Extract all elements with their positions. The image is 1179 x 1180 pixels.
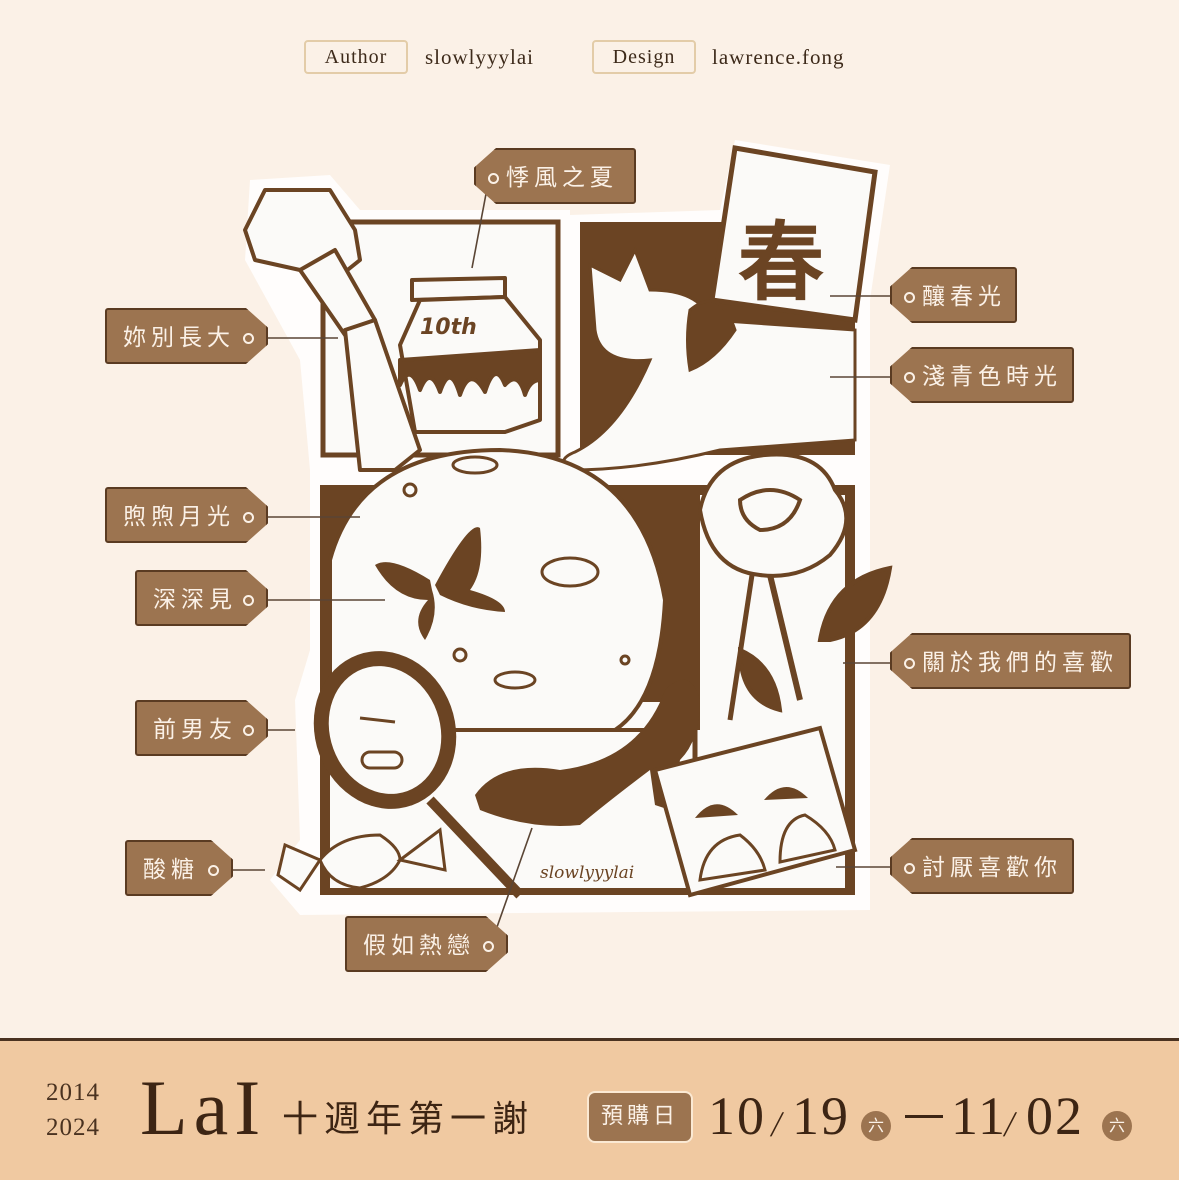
end-day: 02 — [1026, 1086, 1084, 1146]
illustration: 10th 春 — [215, 140, 905, 945]
tag-hole — [243, 333, 254, 344]
tag-hole — [904, 292, 915, 303]
start-weekday-badge: 六 — [861, 1111, 891, 1141]
date-range-dash — [905, 1115, 943, 1118]
brand-logo: LaI — [140, 1064, 267, 1151]
tag-hole — [243, 725, 254, 736]
tag-sour-candy: 酸糖 — [125, 840, 233, 896]
tag-hole — [904, 863, 915, 874]
tag-hole — [243, 595, 254, 606]
tag-hole — [243, 512, 254, 523]
svg-text:春: 春 — [738, 212, 824, 313]
svg-text:10th: 10th — [420, 315, 477, 340]
rose-illustration — [697, 452, 893, 721]
design-badge: Design — [592, 40, 696, 74]
tag-light-cyan-time: 淺青色時光 — [890, 347, 1074, 403]
milk-carton-illustration: 10th — [398, 276, 542, 434]
credits-bar: Author slowlyyylai Design lawrence.fong — [0, 40, 1179, 74]
candy-illustration — [276, 827, 447, 893]
moon-illustration — [328, 447, 668, 732]
tag-about-our-love: 關於我們的喜歡 — [890, 633, 1131, 689]
anniversary-years: 2014 2024 — [46, 1079, 100, 1141]
tag-deep-see: 深深見 — [135, 570, 268, 626]
butterfly-illustration — [375, 527, 505, 640]
tie-illustration — [243, 188, 422, 472]
tag-if-in-love: 假如熱戀 — [345, 916, 508, 972]
signature: slowlyyylai — [540, 863, 634, 883]
mirror-illustration — [313, 651, 524, 899]
footer-banner: 2014 2024 LaI 十週年第一謝 預購日 10 / 19 六 11 / … — [0, 1038, 1179, 1180]
designer-name: lawrence.fong — [712, 45, 845, 69]
spring-card-illustration: 春 — [709, 145, 878, 323]
tag-hole — [904, 658, 915, 669]
tag-dont-grow-up: 妳別長大 — [105, 308, 268, 364]
tag-hate-loving-you: 討厭喜歡你 — [890, 838, 1074, 894]
date-slash: / — [768, 1104, 786, 1144]
tag-hole — [904, 372, 915, 383]
event-title: 十週年第一謝 — [282, 1099, 535, 1140]
tag-brew-spring: 釀春光 — [890, 267, 1017, 323]
end-month: 11 — [951, 1086, 1007, 1146]
tag-hole — [483, 941, 494, 952]
tag-warm-moonlight: 煦煦月光 — [105, 487, 268, 543]
end-weekday-badge: 六 — [1102, 1111, 1132, 1141]
start-day: 19 — [792, 1086, 850, 1146]
preorder-badge: 預購日 — [587, 1091, 693, 1143]
tag-summer-breeze: 悸風之夏 — [474, 148, 636, 204]
author-name: slowlyyylai — [425, 45, 534, 69]
author-badge: Author — [304, 40, 408, 74]
high-heel-illustration — [475, 679, 700, 826]
photo-illustration — [652, 725, 858, 898]
start-month: 10 — [708, 1086, 766, 1146]
tag-hole — [488, 173, 499, 184]
tag-ex-boyfriend: 前男友 — [135, 700, 268, 756]
tag-hole — [208, 865, 219, 876]
